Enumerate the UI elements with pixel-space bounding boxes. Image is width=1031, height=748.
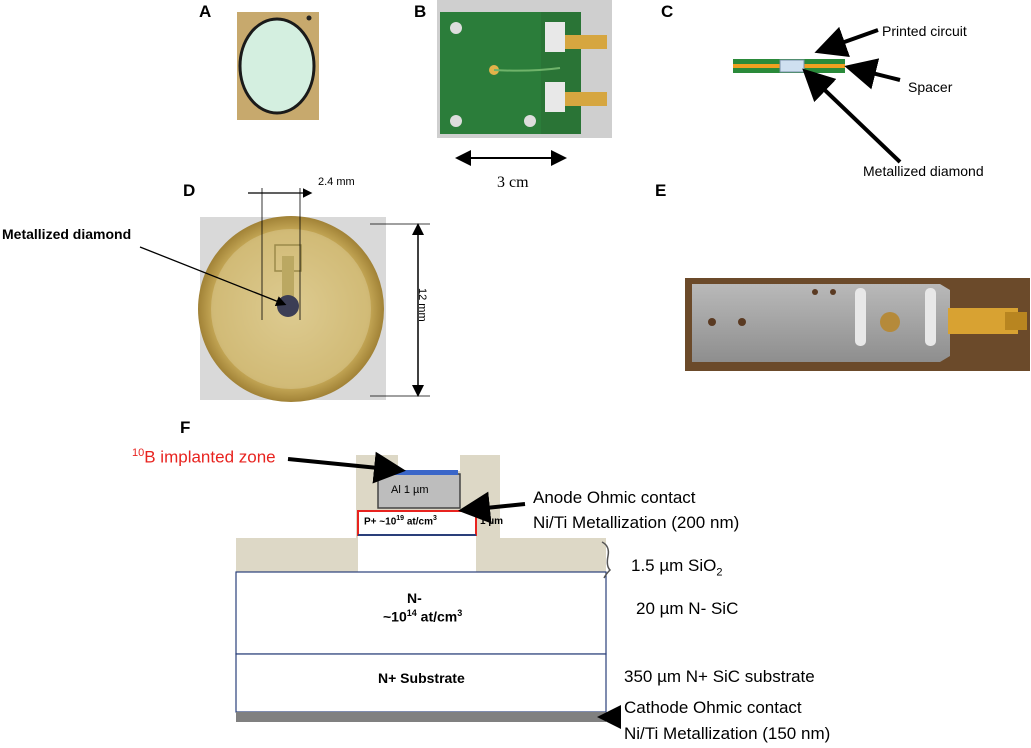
n-doping-label: ~1014 at/cm3: [383, 608, 463, 625]
implanted-zone-arrow: [287, 451, 406, 484]
panel-label-c: C: [661, 2, 674, 21]
al-layer-label: Al 1 µm: [391, 484, 429, 496]
metallized-diamond-label-c: Metallized diamond: [863, 163, 984, 179]
n-plus-substrate-label: N+ Substrate: [378, 670, 465, 686]
sio2-label: 1.5 µm SiO2: [631, 556, 723, 579]
scale-label: 3 cm: [497, 174, 529, 191]
panel-label-b: B: [414, 2, 427, 21]
panel-label-a: A: [199, 2, 212, 21]
width-dimension-label: 2.4 mm: [318, 176, 355, 188]
sic-cross-section: [235, 455, 607, 722]
n-sic-label: 20 µm N- SiC: [636, 599, 739, 618]
spacer-arrow: [844, 58, 901, 90]
cathode-label-line1: Cathode Ohmic contact: [624, 698, 802, 717]
cathode-label-line2: Ni/Ti Metallization (150 nm): [624, 724, 831, 743]
implanted-zone-label: 10B implanted zone: [132, 447, 276, 467]
anode-arrow: [458, 491, 526, 524]
stack-schematic: [733, 59, 845, 73]
p-thickness-label: 1 µm: [480, 516, 503, 527]
pcb-photo: [437, 0, 612, 138]
diamond-pointer-arrow: [139, 246, 287, 306]
anode-label-line1: Anode Ohmic contact: [533, 488, 696, 507]
height-dimension-label: 12 mm: [416, 288, 428, 322]
diamond-arrow: [802, 68, 902, 164]
diamond-sample-photo: [237, 12, 319, 120]
p-plus-label: P+ ~1019 at/cm3: [364, 515, 437, 528]
metallized-diamond-label-d: Metallized diamond: [2, 226, 132, 242]
panel-label-d: D: [183, 181, 196, 200]
substrate-desc-label: 350 µm N+ SiC substrate: [624, 667, 815, 686]
anode-label-line2: Ni/Ti Metallization (200 nm): [533, 513, 740, 532]
panel-label-e: E: [655, 181, 667, 200]
printed-circuit-label: Printed circuit: [882, 23, 967, 39]
n-minus-label: N-: [407, 590, 422, 606]
packaged-detector-photo: [198, 216, 386, 402]
sio2-brace: [601, 541, 612, 579]
spacer-label: Spacer: [908, 79, 953, 95]
mounted-detector-photo: [685, 278, 1030, 371]
panel-label-f: F: [180, 418, 191, 437]
printed-circuit-arrow: [814, 26, 879, 57]
